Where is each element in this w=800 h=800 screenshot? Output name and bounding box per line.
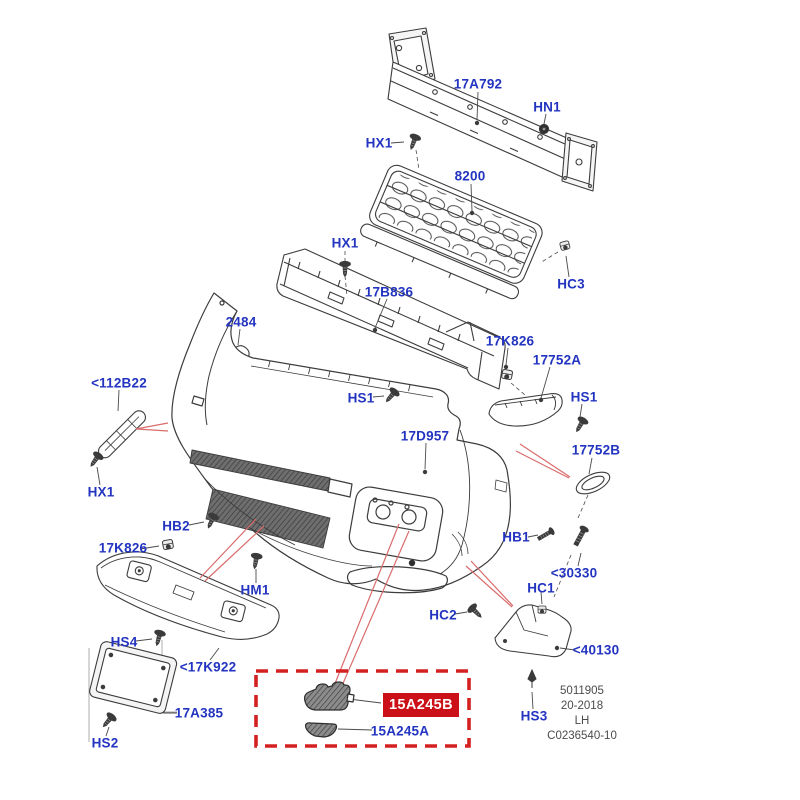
hc1-clip-icon xyxy=(537,605,547,614)
disc-17752b-drawing xyxy=(575,471,611,495)
hn1-nut-icon xyxy=(538,123,550,135)
part-label-hn1-1: HN1 xyxy=(533,99,561,115)
impact-absorber-17b836-drawing xyxy=(276,248,506,390)
part-label-17752b-14: 17752B xyxy=(571,442,621,458)
part-label-hm1-20: HM1 xyxy=(240,582,270,598)
footnote-line-3: LH xyxy=(574,715,590,727)
highlight-dashed-box xyxy=(254,669,471,748)
hc2-screw-icon xyxy=(466,602,486,622)
part-label-hc1-21: HC1 xyxy=(527,580,555,596)
part-label-hs1-11: HS1 xyxy=(347,390,375,406)
bumper-cover-17d957-drawing xyxy=(171,292,512,594)
part-label-17k826-8: 17K826 xyxy=(485,333,535,349)
lamp-17752a-drawing xyxy=(488,393,563,427)
part-label-hs4-23: HS4 xyxy=(110,634,138,650)
part-label-2484-7: 2484 xyxy=(225,314,257,330)
part-label-8200-3: 8200 xyxy=(454,168,486,184)
hb1-bolt-icon xyxy=(536,526,556,543)
footnote-block: 5011905 20-2018 LH C0236540-10 xyxy=(520,684,644,744)
leader-lines xyxy=(96,91,593,737)
part-label-hs1-12: HS1 xyxy=(570,389,598,405)
fog-lens-15a245a-drawing xyxy=(304,722,338,738)
part-label-17k826-17: 17K826 xyxy=(98,540,148,556)
hs1-right-screw-icon xyxy=(571,415,590,435)
footnote-line-1: 5011905 xyxy=(560,685,604,697)
part-label-17b836-6: 17B836 xyxy=(364,284,414,300)
license-bracket-17a385-drawing xyxy=(88,640,178,742)
17k826-left-clip-icon xyxy=(161,538,175,551)
part-label-40130-24: <40130 xyxy=(572,642,620,658)
part-label-17d957-13: 17D957 xyxy=(400,428,450,444)
hs4-screw-icon xyxy=(151,628,167,648)
hm1-screw-icon xyxy=(248,552,263,570)
part-label-hx1-15: HX1 xyxy=(87,484,115,500)
30330-bolt-icon xyxy=(571,524,590,548)
highlighted-part-badge: 15A245B xyxy=(383,693,459,717)
valance-17k922-drawing xyxy=(96,551,280,640)
part-label-hx1-4: HX1 xyxy=(331,235,359,251)
part-label-112b22-10: <112B22 xyxy=(91,375,147,391)
part-label-17k922-25: <17K922 xyxy=(179,659,237,675)
red-locator-arrows xyxy=(135,422,571,689)
hs2-screw-icon xyxy=(98,710,118,731)
part-label-hs3-28: HS3 xyxy=(520,708,548,724)
part-label-17a792-0: 17A792 xyxy=(453,76,503,92)
part-label-15a245a-29: 15A245A xyxy=(370,723,430,739)
bracket-40130-drawing xyxy=(494,604,572,658)
part-label-17752a-9: 17752A xyxy=(532,352,582,368)
part-label-30330-19: <30330 xyxy=(550,565,598,581)
footnote-line-4: C0236540-10 xyxy=(547,730,617,742)
part-label-hc3-5: HC3 xyxy=(557,276,585,292)
footnote-line-2: 20-2018 xyxy=(560,700,604,712)
part-label-hc2-22: HC2 xyxy=(429,607,457,623)
fog-bezel-15a245b-drawing xyxy=(303,681,355,711)
part-label-hb1-18: HB1 xyxy=(502,529,530,545)
part-label-17a385-26: 17A385 xyxy=(174,705,224,721)
hc3-clip-icon xyxy=(559,240,571,252)
part-label-hs2-27: HS2 xyxy=(91,735,119,751)
part-label-hb2-16: HB2 xyxy=(162,518,190,534)
side-strip-112b22-drawing xyxy=(97,410,147,459)
grille-8200-drawing xyxy=(360,164,543,300)
part-label-hx1-2: HX1 xyxy=(365,135,393,151)
hx1-top-screw-icon xyxy=(405,132,422,152)
17k826-right-clip-icon xyxy=(500,368,514,381)
bumper-beam-17a792-drawing xyxy=(387,27,598,192)
